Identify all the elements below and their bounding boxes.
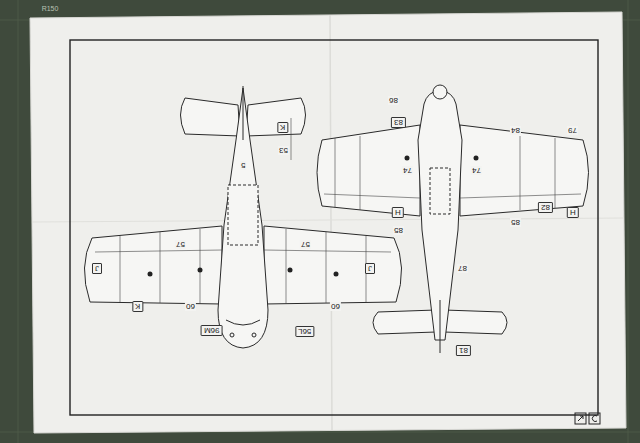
callout-number: 57 — [300, 240, 311, 249]
callout-number: 60 — [185, 302, 196, 311]
fold-line — [330, 15, 332, 430]
paper-sheet — [30, 12, 626, 433]
callout-number: 74 — [402, 166, 413, 175]
fold-line — [32, 218, 624, 222]
callout-number: 85 — [393, 226, 404, 235]
top-view — [317, 85, 589, 353]
underside-view — [84, 86, 401, 348]
callout-number: 56L — [295, 326, 314, 337]
page-icons — [575, 413, 600, 424]
callout-number: H — [567, 207, 579, 218]
callout-number: 60 — [330, 302, 341, 311]
callout-number: 74 — [471, 166, 482, 175]
mat-marking: R150 — [41, 4, 60, 13]
callout-number: 96M — [201, 325, 223, 336]
callout-number: 53 — [278, 146, 289, 155]
callout-number: 79 — [567, 126, 578, 135]
callout-number: J — [92, 263, 102, 274]
panel-lines — [324, 136, 581, 210]
callout-number: 82 — [538, 202, 553, 213]
callout-number: 86 — [388, 96, 399, 105]
callout-number: 57 — [175, 240, 186, 249]
callout-number: J — [365, 263, 375, 274]
callout-number: 83 — [391, 117, 406, 128]
callout-number: 81 — [456, 345, 471, 356]
callout-number: K — [277, 122, 288, 133]
callout-number: 5 — [240, 161, 246, 170]
callout-number: K — [132, 301, 143, 312]
sheet-frame — [70, 40, 598, 415]
callout-number: 84 — [510, 126, 521, 135]
callout-number: 85 — [510, 218, 521, 227]
callout-number: H — [392, 207, 404, 218]
mount-holes — [405, 156, 479, 161]
mount-holes — [148, 268, 339, 277]
callout-number: 87 — [457, 264, 468, 273]
